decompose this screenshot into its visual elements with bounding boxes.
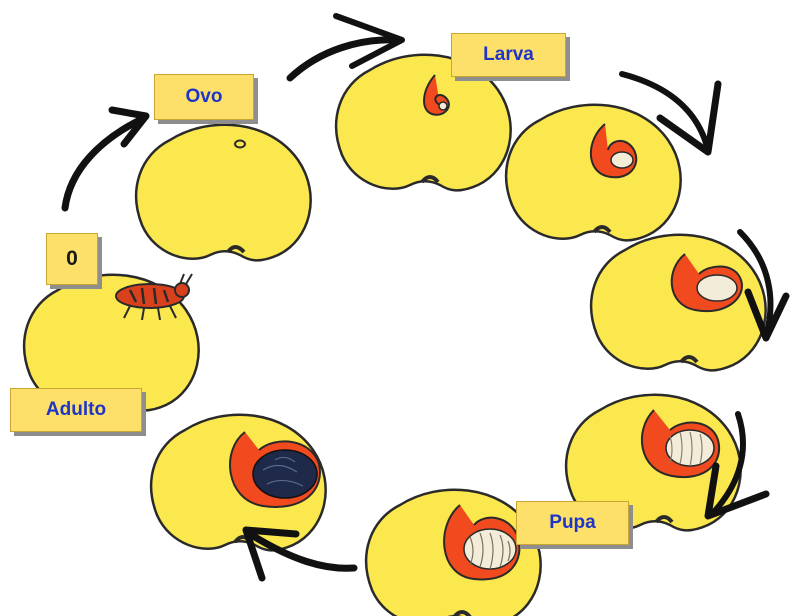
seed-egg — [136, 125, 310, 261]
seed-pupa — [366, 490, 540, 616]
label-pupa: Pupa — [516, 501, 629, 545]
seed-larva-medium — [591, 235, 765, 371]
label-egg: Ovo — [154, 74, 254, 120]
arrow-adult-to-egg — [65, 110, 146, 208]
label-larva: Larva — [451, 33, 566, 77]
seed-larva-small — [506, 105, 680, 241]
label-zero: 0 — [46, 233, 98, 285]
seed-adult-inside — [151, 415, 325, 551]
label-adult: Adulto — [10, 388, 142, 432]
